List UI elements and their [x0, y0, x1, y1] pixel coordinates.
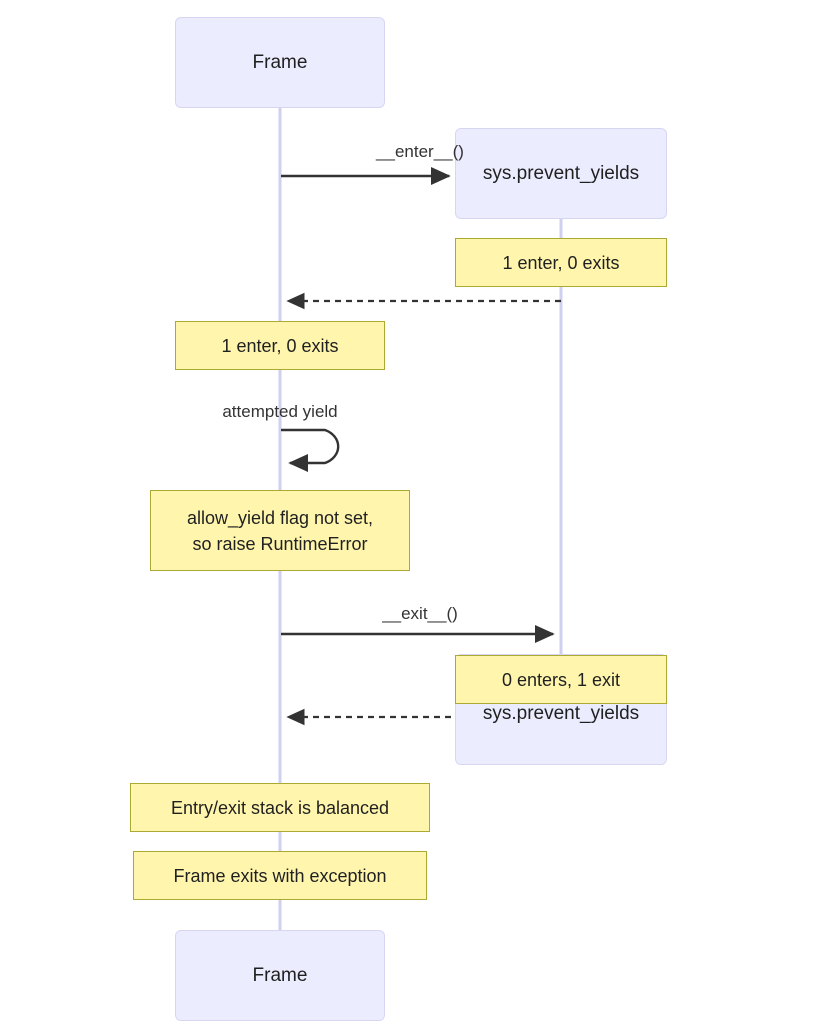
message-label-attempted-yield: attempted yield — [222, 402, 338, 421]
note-runtime-error: allow_yield flag not set, so raise Runti… — [150, 490, 410, 571]
note-enter-right-text: 1 enter, 0 exits — [502, 252, 620, 273]
note-enter-right: 1 enter, 0 exits — [455, 238, 667, 287]
participant-frame-bottom[interactable]: Frame — [175, 930, 385, 1021]
participant-prevent-yields-bottom-label: sys.prevent_yields — [482, 703, 640, 724]
note-enter-left-text: 1 enter, 0 exits — [221, 335, 339, 356]
note-balanced: Entry/exit stack is balanced — [130, 783, 430, 832]
participant-prevent-yields-top-label: sys.prevent_yields — [482, 162, 640, 184]
note-frame-exits: Frame exits with exception — [133, 851, 427, 900]
note-runtime-error-text: allow_yield flag not set, so raise Runti… — [186, 507, 374, 554]
note-enter-left: 1 enter, 0 exits — [175, 321, 385, 370]
participant-prevent-yields-top[interactable]: sys.prevent_yields — [455, 128, 667, 219]
note-exit-right-text: 0 enters, 1 exit — [501, 669, 621, 690]
note-exit-right: 0 enters, 1 exit — [455, 655, 667, 704]
message-label-exit: __exit__() — [382, 604, 458, 623]
participant-frame-top[interactable]: Frame — [175, 17, 385, 108]
participant-frame-bottom-label: Frame — [252, 964, 308, 986]
arrow-attempted-yield — [281, 428, 340, 472]
participant-frame-top-label: Frame — [252, 51, 308, 73]
message-label-enter: __enter__() — [376, 142, 464, 161]
note-frame-exits-text: Frame exits with exception — [173, 865, 387, 886]
note-balanced-text: Entry/exit stack is balanced — [170, 797, 390, 818]
